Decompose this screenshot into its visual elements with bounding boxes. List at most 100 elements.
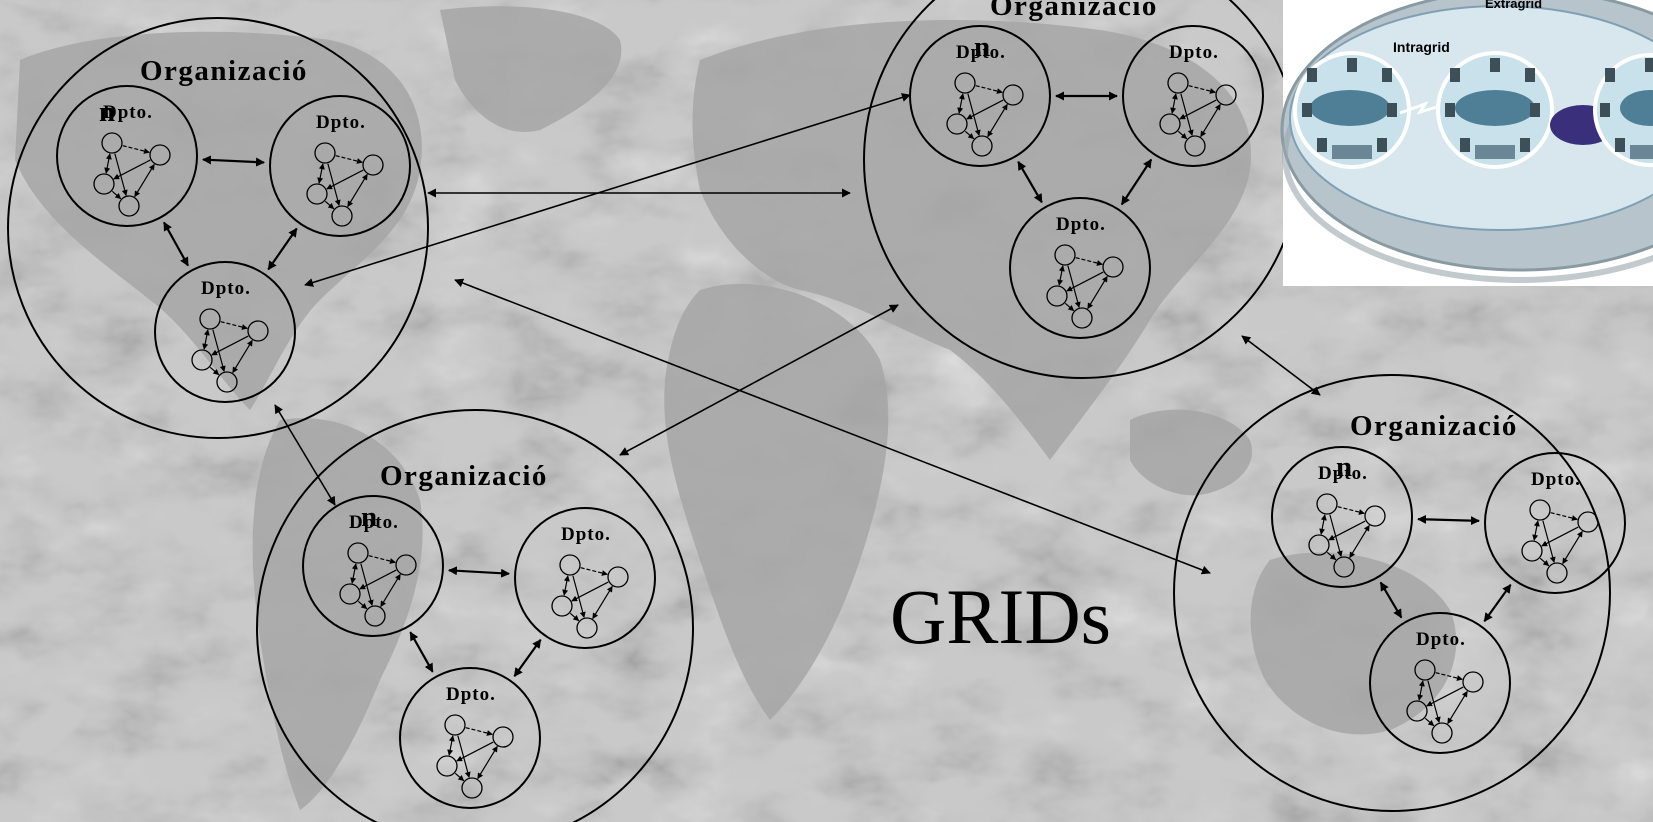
computer-icon xyxy=(1520,138,1530,152)
node-circle xyxy=(118,195,140,217)
department-circle xyxy=(154,261,296,403)
node-circle xyxy=(1102,256,1124,278)
inset-computer-icons xyxy=(1302,58,1653,159)
node-link xyxy=(212,329,226,372)
node-link xyxy=(964,130,975,140)
node-link xyxy=(350,563,358,584)
department-circle xyxy=(56,85,198,227)
landmass-south-america xyxy=(252,418,423,810)
department-label: Dpto. xyxy=(316,112,366,133)
department-label: Dpto. xyxy=(1416,629,1466,650)
node-link xyxy=(1349,524,1370,559)
node-circle xyxy=(1414,659,1436,681)
node-circle xyxy=(362,154,384,176)
node-circle xyxy=(436,755,458,777)
department-circle xyxy=(1009,197,1151,339)
node-circle xyxy=(1364,505,1386,527)
computer-icon xyxy=(1382,68,1392,82)
node-link xyxy=(1427,680,1441,723)
node-link xyxy=(1326,551,1337,561)
node-link xyxy=(592,585,613,620)
node-link xyxy=(1447,690,1468,725)
node-link xyxy=(571,581,609,602)
node-circle xyxy=(1529,499,1551,521)
server-icon xyxy=(1475,145,1515,159)
node-link xyxy=(1066,271,1104,292)
node-circle xyxy=(314,142,336,164)
node-link xyxy=(1180,93,1194,136)
node-circle xyxy=(576,617,598,639)
department-label: Dpto. xyxy=(1169,42,1219,63)
node-link xyxy=(957,93,965,114)
node-link xyxy=(114,153,128,196)
link-org2-org4 xyxy=(1241,335,1321,396)
node-circle xyxy=(1546,562,1568,584)
inset-cloud-right xyxy=(1620,90,1653,126)
node-circle xyxy=(1462,671,1484,693)
node-link xyxy=(326,169,364,190)
node-link xyxy=(104,153,112,174)
organization-label-wrap: n xyxy=(974,31,990,63)
node-link xyxy=(562,575,570,596)
node-link xyxy=(580,567,608,576)
node-link xyxy=(1177,130,1188,140)
node-link xyxy=(569,612,580,622)
department-circle xyxy=(1271,446,1413,588)
node-link xyxy=(220,321,248,330)
node-circle xyxy=(1577,511,1599,533)
node-link xyxy=(987,103,1008,138)
node-circle xyxy=(306,183,328,205)
department-circle xyxy=(1484,452,1626,594)
department-circle xyxy=(909,25,1051,167)
landmass-australia xyxy=(1250,552,1457,735)
node-circle xyxy=(199,308,221,330)
node-circle xyxy=(444,714,466,736)
node-link xyxy=(360,563,374,606)
department: Dpto. xyxy=(399,667,541,809)
node-circle xyxy=(101,132,123,154)
node-circle xyxy=(551,595,573,617)
node-circle xyxy=(1071,307,1093,329)
department-link xyxy=(202,155,265,167)
node-circle xyxy=(1046,285,1068,307)
department-circle xyxy=(514,507,656,649)
node-circle xyxy=(93,173,115,195)
department-circle xyxy=(1369,612,1511,754)
department: Dpto. xyxy=(269,95,411,237)
organization-label: Organizació xyxy=(140,55,308,87)
node-link xyxy=(454,772,465,782)
grid-inset-illustration: Extragrid Intragrid xyxy=(1280,0,1653,286)
node-circle xyxy=(971,135,993,157)
node-link xyxy=(1188,85,1216,94)
department-label: Dpto. xyxy=(446,684,496,705)
computer-icon xyxy=(1645,58,1653,72)
computer-icon xyxy=(1600,103,1610,117)
node-circle xyxy=(216,371,238,393)
node-link xyxy=(380,573,401,608)
department: Dpto. xyxy=(1271,446,1413,588)
organizations: OrganizaciónDpto.Dpto.Dpto.OrganizaciónD… xyxy=(7,0,1626,822)
computer-icon xyxy=(1347,58,1357,72)
node-link xyxy=(1337,506,1365,515)
node-link xyxy=(1064,302,1075,312)
node-circle xyxy=(1054,244,1076,266)
node-circle xyxy=(1333,556,1355,578)
organization-label-wrap: n xyxy=(99,96,115,128)
node-circle xyxy=(395,554,417,576)
inset-lightning-icon xyxy=(1399,101,1441,115)
inset-cloud-middle xyxy=(1455,90,1535,126)
node-link xyxy=(1067,265,1081,308)
node-circle xyxy=(1406,700,1428,722)
node-link xyxy=(975,85,1003,94)
department-link xyxy=(447,566,511,578)
organization-label-wrap: n xyxy=(361,501,377,533)
node-link xyxy=(1550,512,1578,521)
inter-org-links xyxy=(274,93,1321,575)
department: Dpto. xyxy=(514,507,656,649)
node-circle xyxy=(149,144,171,166)
node-link xyxy=(211,335,249,356)
